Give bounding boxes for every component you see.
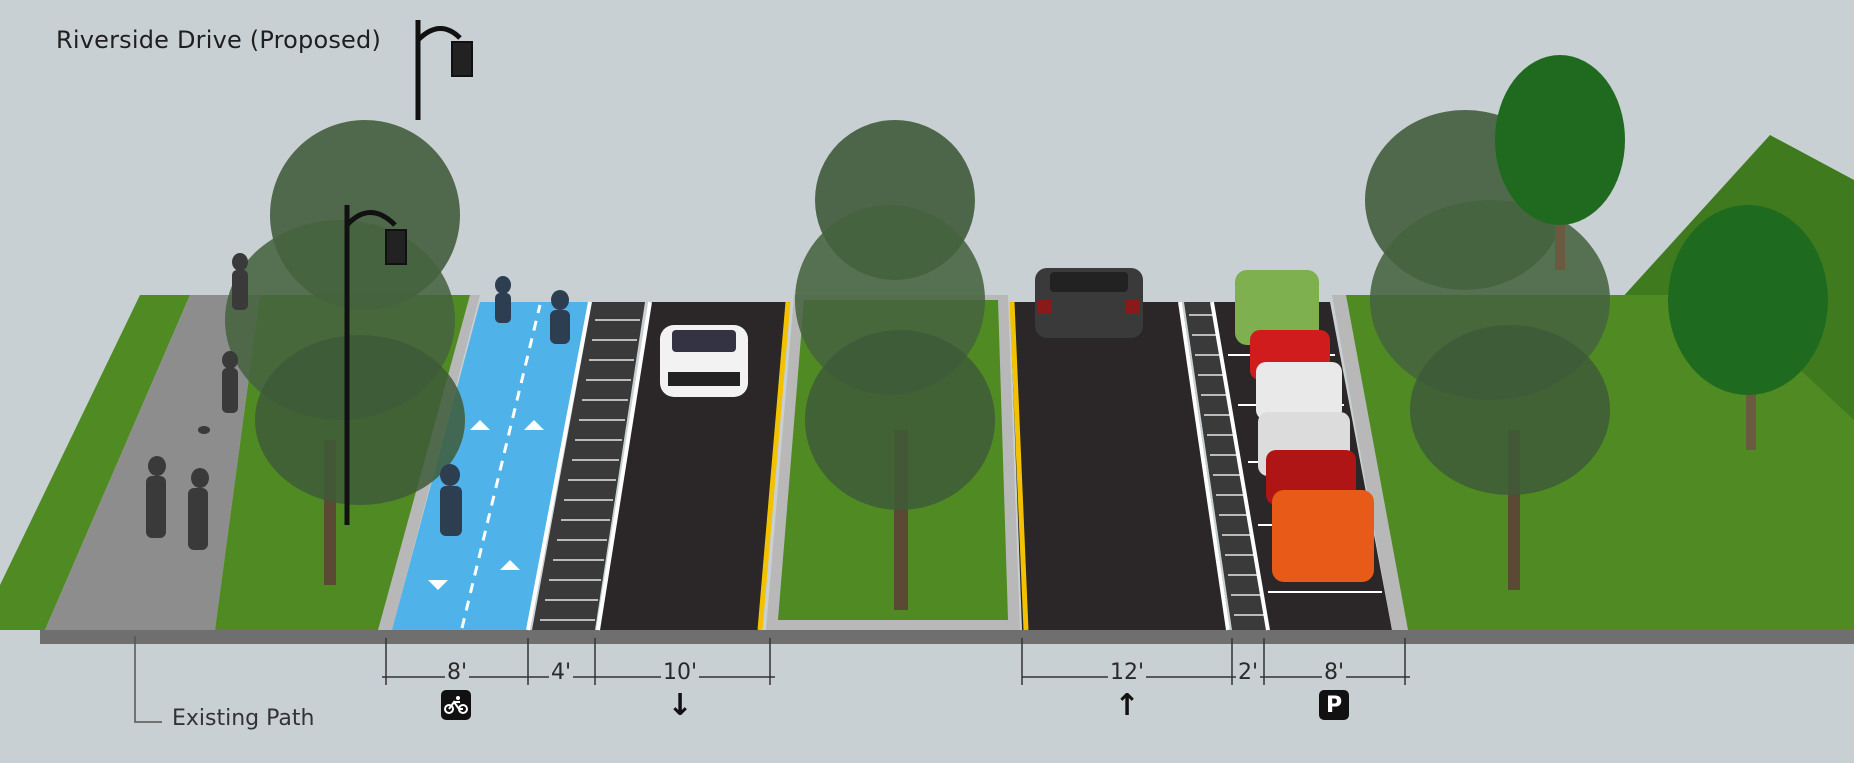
parking-buffer-edge [1210, 301, 1270, 631]
up-arrow-icon: ↑ [1114, 687, 1140, 723]
dim-bike-lane: 8' [444, 660, 470, 685]
existing-path-label: Existing Path [172, 706, 315, 731]
tree-hillside [1668, 205, 1828, 450]
bike-buffer [532, 302, 645, 630]
dim-southbound-lane: 10' [660, 660, 700, 685]
northbound-centerline [1009, 301, 1029, 631]
left-grass [0, 295, 190, 630]
street-lamp-back [415, 20, 473, 120]
down-arrow-icon: ↓ [667, 687, 693, 723]
northbound-lane-surface [1010, 302, 1230, 630]
buffer-hatching [540, 319, 640, 621]
northbound-edge-line [1178, 301, 1230, 631]
tree-right-far [1495, 55, 1625, 270]
right-curb [1332, 295, 1408, 630]
bike-icon [441, 690, 471, 720]
bike-lane-divider [460, 304, 542, 629]
parked-cars [1235, 270, 1374, 582]
tree-median [795, 120, 995, 610]
dim-bike-buffer: 4' [548, 660, 574, 685]
dim-parking-lane: 8' [1321, 660, 1347, 685]
dim-northbound-lane: 12' [1107, 660, 1147, 685]
parking-buffer-hatching [1189, 314, 1264, 616]
dim-parking-buffer: 2' [1235, 660, 1261, 685]
ground-edge [40, 630, 1854, 644]
southbound-centerline [757, 301, 791, 631]
diagram-title: Riverside Drive (Proposed) [56, 26, 382, 54]
cyclists [440, 276, 570, 536]
path-leader-line [134, 636, 162, 723]
bike-lane-surface [392, 302, 590, 630]
bike-lane-markings [428, 420, 544, 590]
tree-left [225, 120, 465, 585]
parking-icon: P [1319, 690, 1349, 720]
southbound-edge-line [596, 301, 652, 631]
car-northbound [1035, 268, 1143, 338]
bike-lane-edge [526, 301, 592, 631]
parking-buffer [1184, 302, 1268, 630]
street-lamp-front [344, 205, 407, 525]
bike-glyph [444, 696, 468, 714]
pedestrians [146, 253, 248, 550]
car-southbound [660, 325, 748, 397]
